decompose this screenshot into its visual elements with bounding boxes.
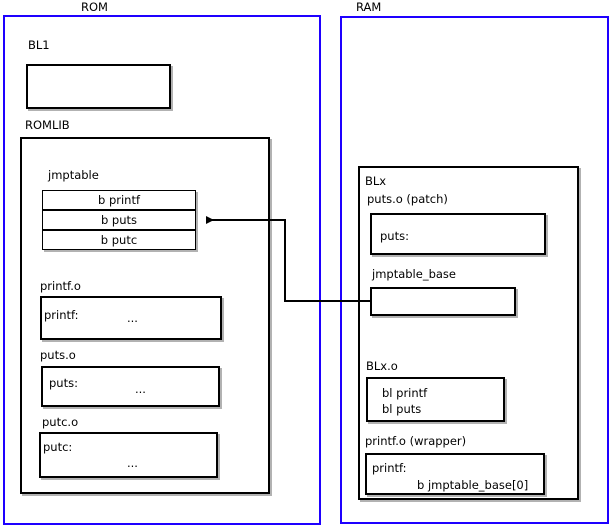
- rom-printf-symbol: printf:: [44, 308, 79, 322]
- rom-putc-body: ...: [127, 456, 138, 470]
- blx-o-label: BLx.o: [366, 359, 398, 373]
- rom-putc-o-label: putc.o: [42, 415, 79, 429]
- blx-label: BLx: [365, 174, 387, 188]
- jmptable-entry-1: b puts: [42, 210, 196, 230]
- region-rom-title: ROM: [78, 1, 111, 14]
- jmptable-label: jmptable: [48, 168, 99, 182]
- rom-puts-o-box: puts: ...: [41, 366, 220, 407]
- jmptable-entry-2-text: b putc: [100, 233, 138, 247]
- rom-printf-o-label: printf.o: [40, 279, 81, 293]
- bl1-box: [26, 64, 171, 109]
- jmptable-base-label: jmptable_base: [372, 267, 456, 281]
- rom-puts-symbol: puts:: [49, 376, 78, 390]
- bl1-label: BL1: [28, 38, 50, 52]
- blx-puts-patch-box: puts:: [370, 213, 546, 255]
- blx-o-line-2: bl puts: [382, 402, 422, 416]
- jmptable-entry-0-text: b printf: [97, 193, 141, 207]
- rom-puts-body: ...: [135, 382, 146, 396]
- romlib-label: ROMLIB: [25, 118, 70, 132]
- jmptable-entry-0: b printf: [42, 190, 196, 210]
- printf-wrapper-symbol: printf:: [372, 461, 407, 475]
- jmptable-entry-2: b putc: [42, 230, 196, 250]
- rom-putc-symbol: putc:: [43, 440, 73, 454]
- printf-wrapper-branch: b jmptable_base[0]: [417, 478, 529, 492]
- jmptable-entry-1-text: b puts: [100, 213, 138, 227]
- rom-printf-o-box: printf: ...: [40, 296, 222, 340]
- blx-puts-patch-symbol: puts:: [380, 229, 409, 243]
- blx-puts-patch-label: puts.o (patch): [367, 192, 448, 206]
- region-ram-title: RAM: [353, 1, 385, 14]
- rom-puts-o-label: puts.o: [40, 348, 76, 362]
- jmptable-base-box: [370, 287, 516, 316]
- rom-printf-body: ...: [127, 311, 138, 325]
- blx-o-line-1: bl printf: [382, 386, 428, 400]
- printf-wrapper-box: printf: b jmptable_base[0]: [365, 453, 545, 495]
- blx-o-box: bl printf bl puts: [366, 377, 505, 422]
- printf-wrapper-label: printf.o (wrapper): [365, 434, 467, 448]
- rom-putc-o-box: putc: ...: [39, 432, 218, 478]
